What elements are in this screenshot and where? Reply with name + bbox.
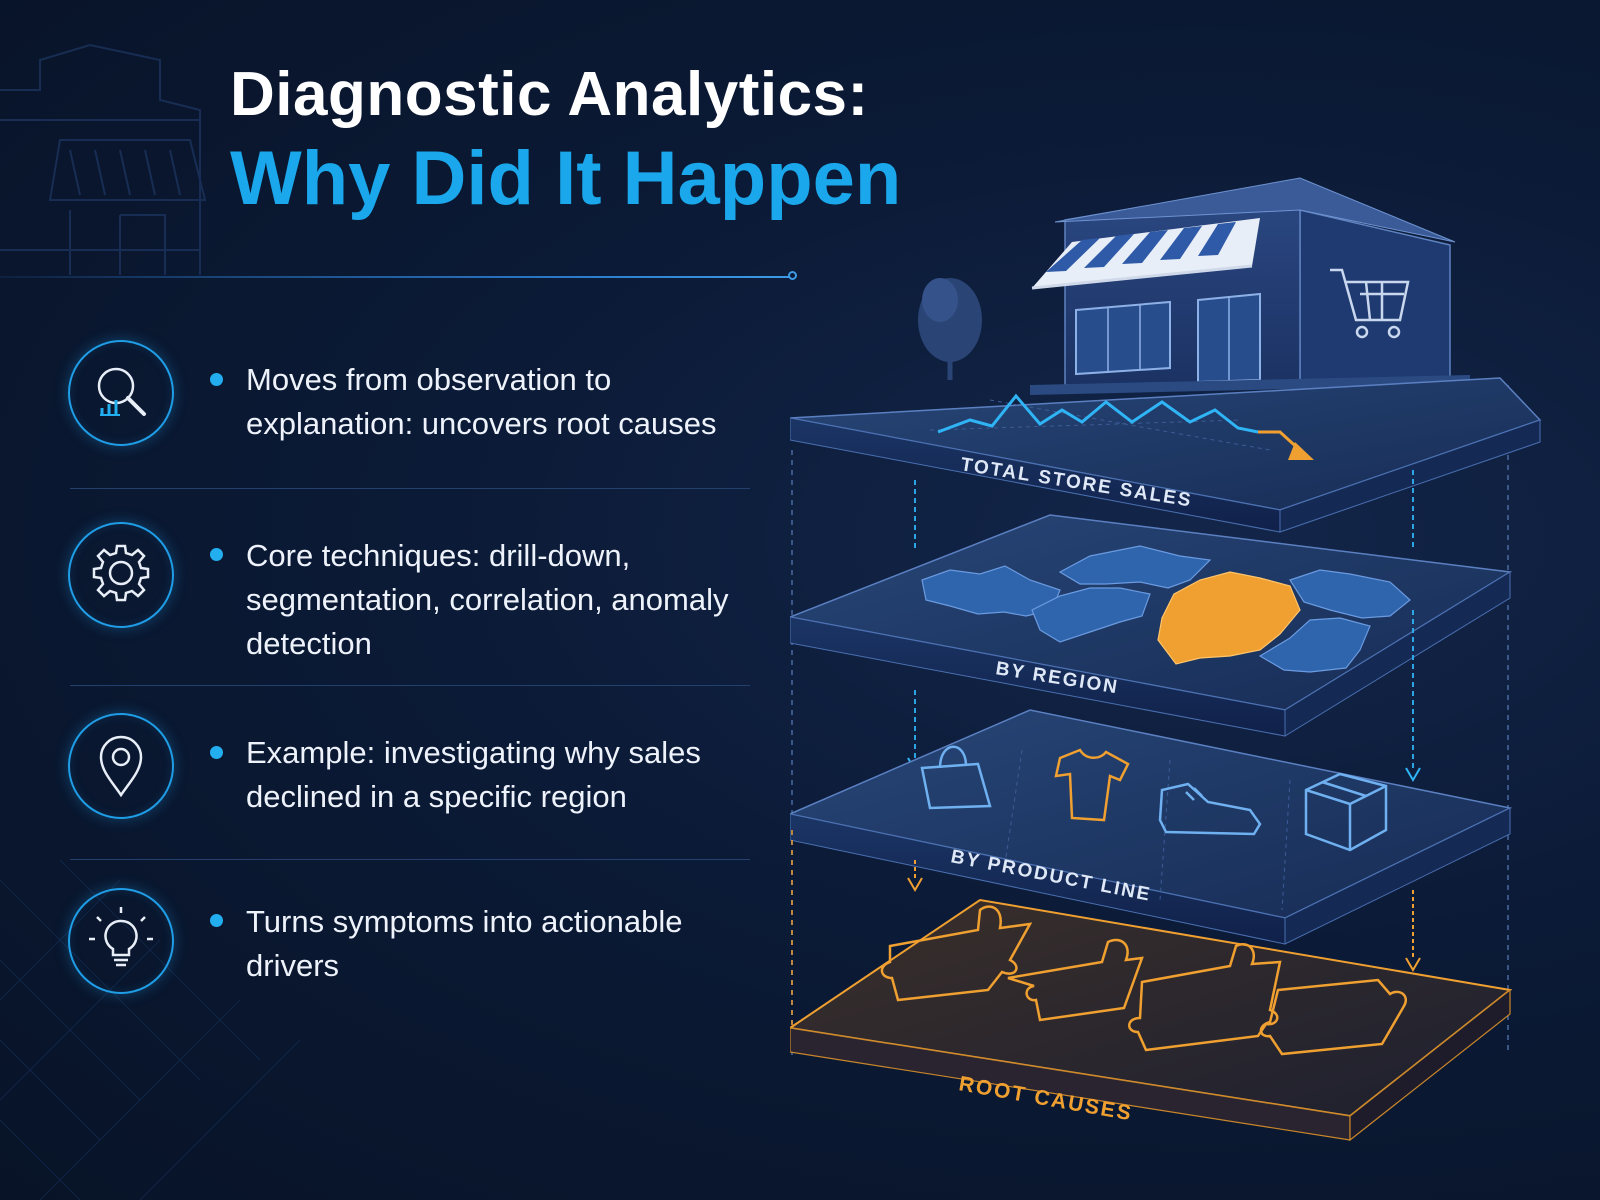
point-text: Turns symptoms into actionable drivers: [246, 904, 683, 983]
shopping-bag-icon: [920, 745, 992, 810]
layer-by-product-line: BY PRODUCT LINE: [790, 709, 1513, 945]
layer-root-causes: ROOT CAUSES: [790, 898, 1513, 1142]
layer-total-store-sales: TOTAL STORE SALES: [790, 377, 1542, 533]
sales-trend-line: [937, 393, 1259, 434]
divider: [70, 859, 750, 860]
lightbulb-icon: [68, 888, 174, 994]
bullet-dot: [210, 914, 223, 927]
magnifier-chart-icon: [68, 340, 174, 446]
t-shirt-icon: [1054, 748, 1130, 822]
box-icon: [1304, 772, 1388, 852]
tree-icon: [918, 278, 982, 380]
bullet-dot: [210, 373, 223, 386]
decline-arrow-icon: [1288, 442, 1314, 460]
divider: [70, 685, 750, 686]
point-text: Moves from observation to explanation: u…: [246, 362, 717, 441]
page-subtitle: Why Did It Happen: [230, 136, 902, 221]
store-building: [918, 177, 1470, 395]
bullet-dot: [210, 746, 223, 759]
connector-arrows: [914, 470, 1414, 550]
location-pin-icon: [68, 713, 174, 819]
layer-by-region: BY REGION: [790, 514, 1513, 737]
gear-icon: [68, 522, 174, 628]
divider: [70, 488, 750, 489]
page-title: Diagnostic Analytics:: [230, 60, 869, 129]
title-block: Diagnostic Analytics: Why Did It Happen: [230, 58, 901, 224]
awning: [1031, 218, 1260, 290]
point-text: Example: investigating why sales decline…: [246, 735, 701, 814]
sneaker-icon: [1158, 782, 1262, 836]
puzzle-pieces-icon: [880, 905, 1407, 1056]
title-divider-dot: [788, 271, 797, 280]
region-map: [921, 545, 1411, 673]
drill-down-diagram: TOTAL STORE SALES BY REGION: [790, 177, 1542, 1142]
bullet-dot: [210, 548, 223, 561]
title-divider: [0, 276, 790, 278]
point-text: Core techniques: drill-down, segmentatio…: [246, 538, 729, 661]
shopping-cart-icon: [1330, 268, 1410, 339]
guide-lines: [791, 385, 1509, 1060]
